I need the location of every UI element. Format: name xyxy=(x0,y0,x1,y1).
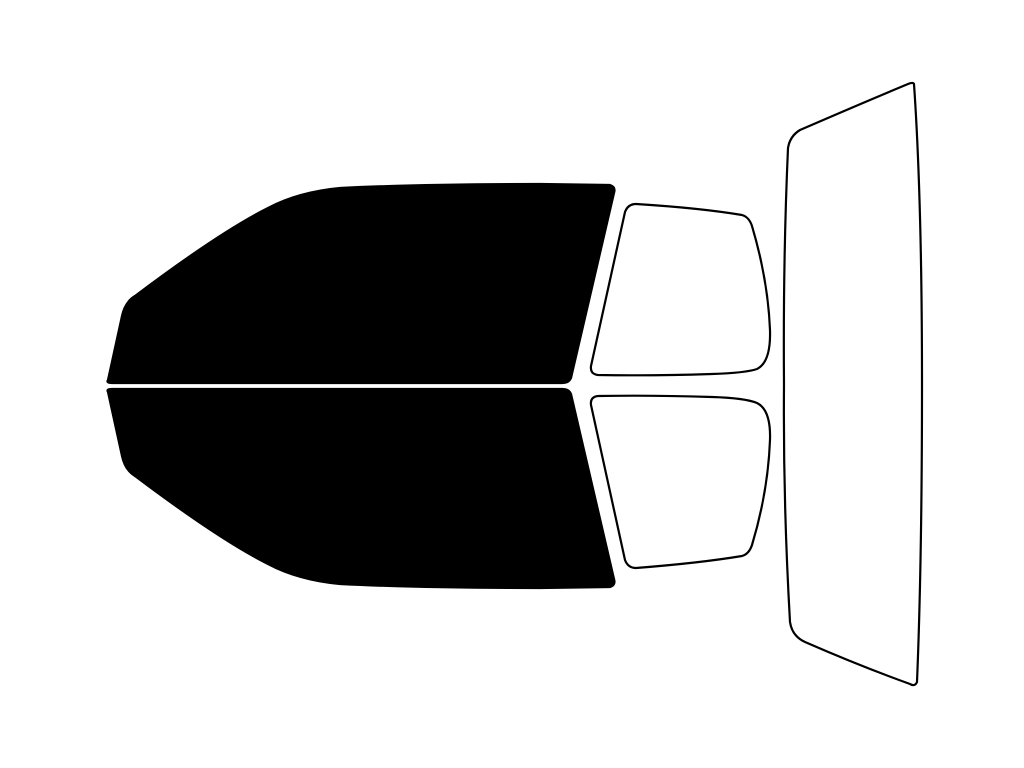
rear-windshield[interactable] xyxy=(782,81,924,687)
rear-right-door-window[interactable] xyxy=(589,394,772,570)
front-left-door-window[interactable] xyxy=(106,182,616,385)
front-right-door-window[interactable] xyxy=(106,387,616,590)
rear-left-door-window[interactable] xyxy=(589,202,772,377)
